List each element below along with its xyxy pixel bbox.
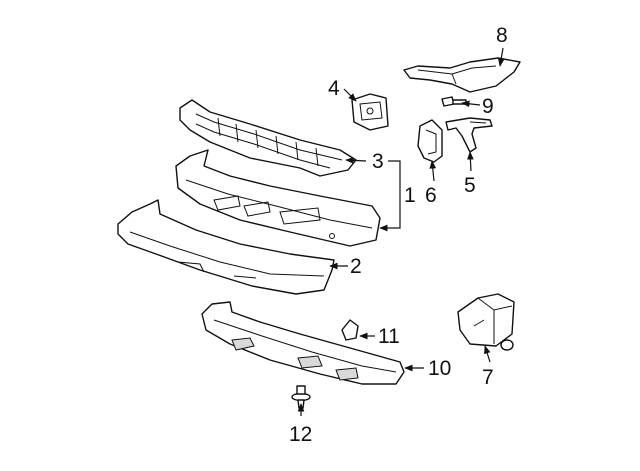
clip-part-11	[341, 319, 359, 341]
callout-9: 9	[482, 95, 494, 118]
callout-6: 6	[425, 184, 437, 207]
callout-8: 8	[496, 24, 508, 47]
callout-5: 5	[464, 174, 476, 197]
callout-3: 3	[372, 150, 384, 173]
clip-part-5	[445, 117, 493, 153]
bracket-part-4	[351, 93, 389, 131]
callout-2: 2	[350, 255, 362, 278]
callout-1: 1	[404, 184, 416, 207]
housing-part-7	[457, 293, 515, 351]
callout-7: 7	[482, 366, 494, 389]
bracket-part-6	[417, 119, 443, 163]
callout-4: 4	[328, 77, 340, 100]
deflector-part-10	[201, 301, 405, 385]
bolt-part-9	[441, 96, 467, 107]
callout-12: 12	[289, 423, 312, 446]
callout-10: 10	[428, 357, 451, 380]
reinforcement-part-3	[179, 99, 357, 177]
callout-11: 11	[378, 325, 400, 348]
bracket-part-8	[403, 57, 521, 93]
bumper-cover-part-1	[175, 149, 381, 247]
leader-lines	[297, 47, 505, 416]
